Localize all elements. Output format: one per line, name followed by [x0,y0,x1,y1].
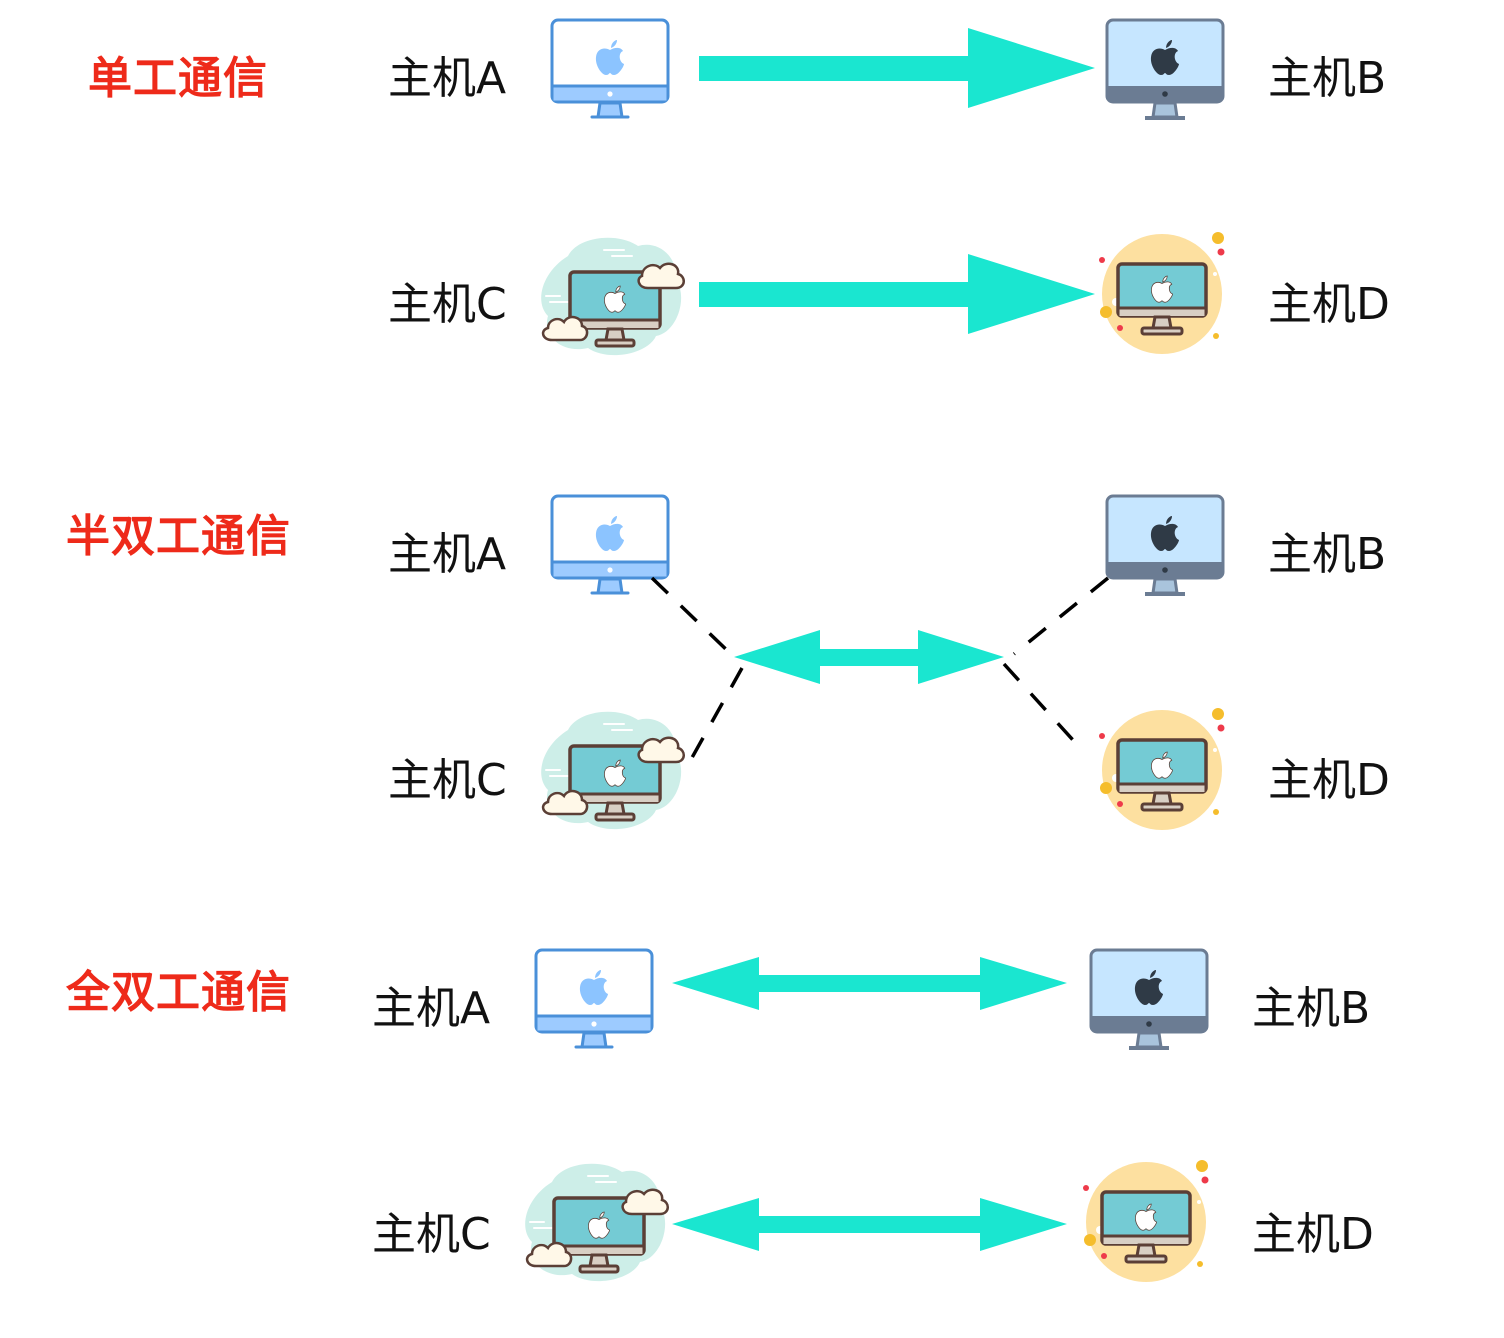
host-label-d: 主机D [1268,279,1390,330]
arrow-bidirectional-shared [734,630,1004,684]
arrow-bidirectional-c-d [672,1198,1067,1251]
dashed-line-a [650,576,736,659]
desktop-sun-icon [1081,1158,1211,1284]
dashed-connectors [650,576,1110,773]
desktop-sun-icon [1097,706,1227,832]
section-title-half-duplex: 半双工通信 [66,511,291,562]
host-label-a: 主机A [388,529,507,580]
host-label-c: 主机C [388,755,507,806]
arrow-right-c-to-d [699,254,1095,334]
host-label-a: 主机A [372,983,491,1034]
host-label-b: 主机B [1268,529,1387,580]
section-title-full-duplex: 全双工通信 [66,967,291,1018]
host-label-c: 主机C [388,279,507,330]
desktop-sun-icon [1097,230,1227,356]
host-label-d: 主机D [1252,1209,1374,1260]
host-label-b: 主机B [1252,983,1371,1034]
desktop-cloud-icon [539,235,686,357]
desktop-gray-icon [1105,494,1225,596]
dashed-line-d [1002,662,1084,752]
desktop-gray-icon [1089,948,1209,1050]
dashed-line-b [1012,576,1110,656]
section-title-simplex: 单工通信 [88,53,268,104]
desktop-gray-icon [1105,18,1225,120]
dashed-line-c [682,667,744,773]
desktop-cloud-icon [523,1161,670,1283]
host-label-a: 主机A [388,53,507,104]
desktop-blue-icon [550,494,670,595]
arrow-right-a-to-b [699,28,1095,108]
host-label-d: 主机D [1268,755,1390,806]
arrow-bidirectional-a-b [672,957,1067,1010]
host-label-c: 主机C [372,1209,491,1260]
desktop-cloud-icon [539,709,686,831]
desktop-blue-icon [534,948,654,1049]
host-label-b: 主机B [1268,53,1387,104]
desktop-blue-icon [550,18,670,119]
